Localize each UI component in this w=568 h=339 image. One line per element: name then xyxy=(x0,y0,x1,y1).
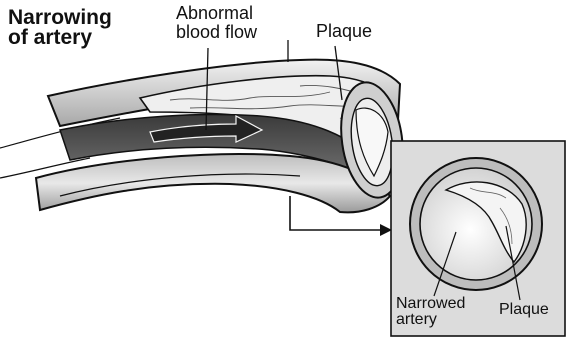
abnormal-blood-flow-label: Abnormal blood flow xyxy=(176,4,257,42)
plaque-label: Plaque xyxy=(316,22,372,40)
inset-plaque-label: Plaque xyxy=(499,302,549,318)
narrowed-artery-label: Narrowed artery xyxy=(396,296,465,328)
diagram-title: Narrowing of artery xyxy=(8,8,112,48)
